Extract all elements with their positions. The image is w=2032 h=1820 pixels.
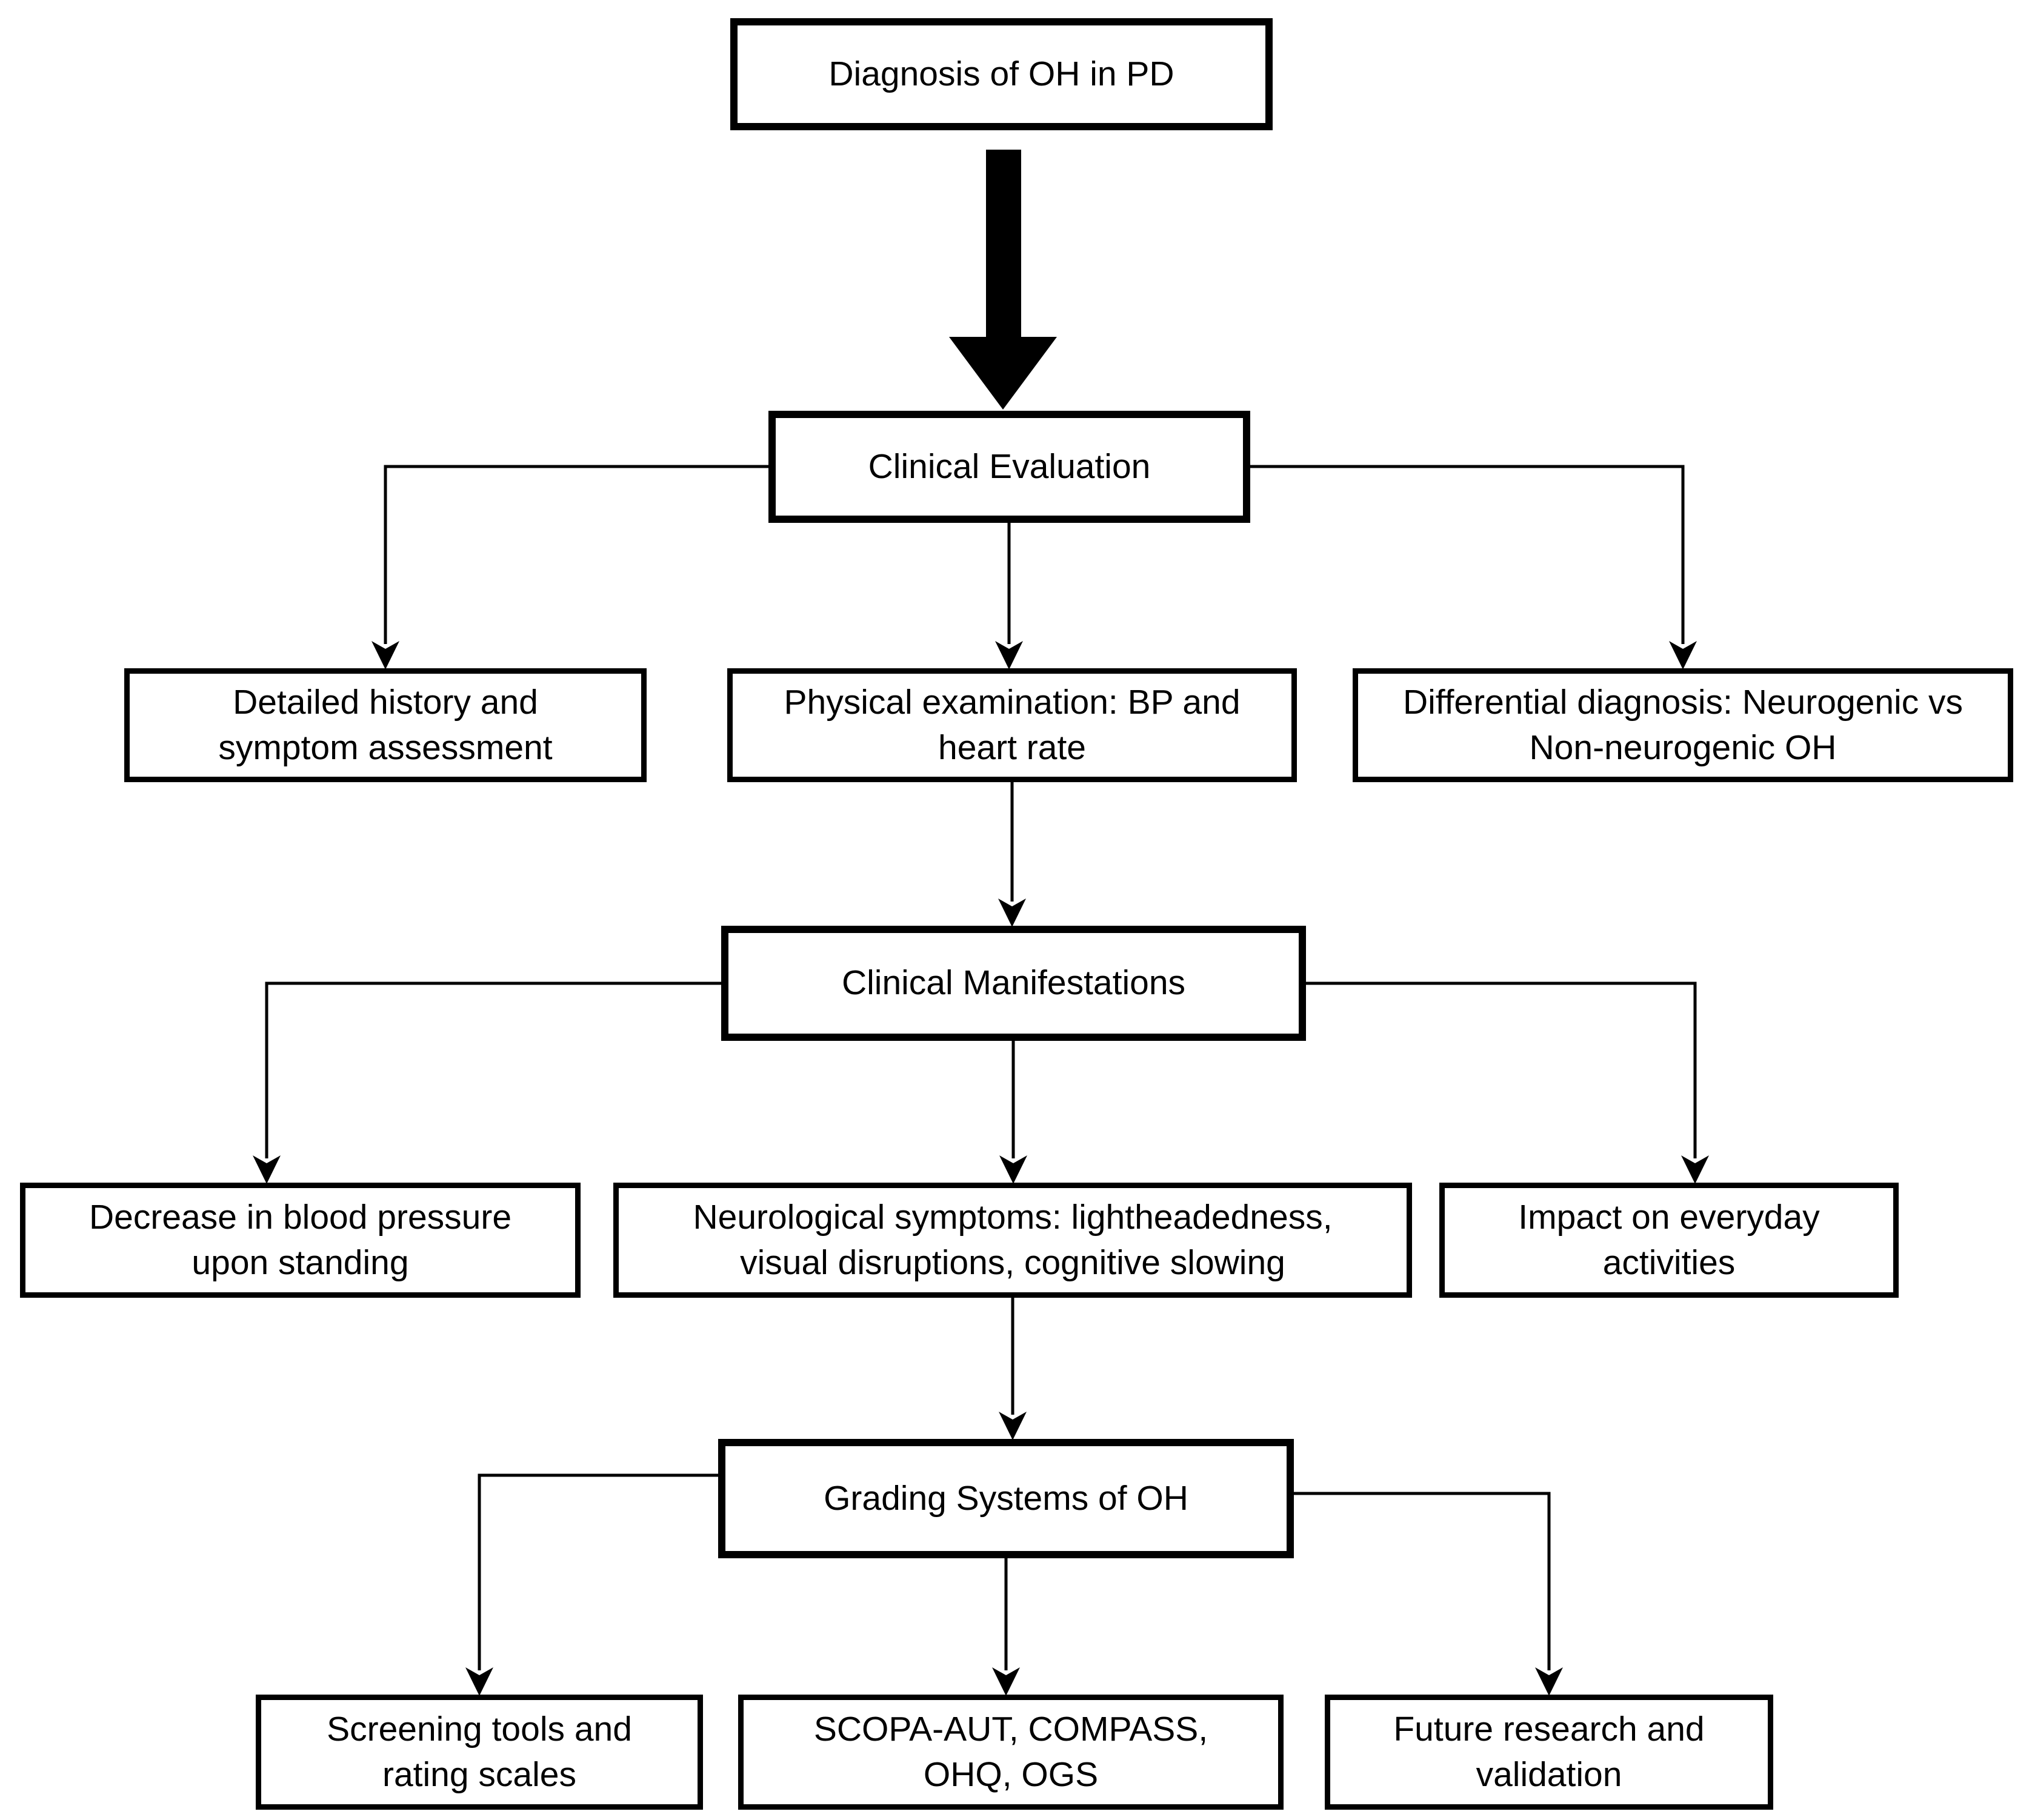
node-clinical-evaluation: Clinical Evaluation	[768, 411, 1250, 523]
arrowhead-down	[253, 1155, 281, 1184]
node-label: Detailed history and symptom assessment	[218, 682, 553, 767]
edge-diagnosis-to-clinical-evaluation	[949, 150, 1057, 410]
node-clinical-manifestations: Clinical Manifestations	[721, 926, 1306, 1041]
arrowhead-down	[999, 1155, 1027, 1184]
edge-clinical-evaluation-to-detailed-history	[371, 465, 768, 669]
arrowhead-down	[1669, 641, 1697, 669]
arrowhead-down	[371, 641, 399, 669]
edge-clinical-manifestations-to-decrease-bp	[253, 981, 721, 1184]
node-label: Grading Systems of OH	[824, 1478, 1188, 1518]
node-label: Decrease in blood pressure upon standing	[88, 1197, 512, 1282]
edge-neurological-symptoms-to-grading-systems	[999, 1298, 1027, 1440]
node-label: Physical examination: BP and heart rate	[784, 682, 1241, 767]
node-label: Clinical Evaluation	[868, 447, 1151, 486]
node-screening-tools: Screening tools and rating scales	[256, 1695, 703, 1810]
node-label: Diagnosis of OH in PD	[828, 54, 1174, 93]
arrowhead-down	[1681, 1155, 1709, 1184]
thick-arrow-head	[949, 337, 1057, 410]
node-grading-systems-of-oh: Grading Systems of OH	[718, 1439, 1294, 1558]
arrowhead-down	[465, 1667, 493, 1696]
node-neurological-symptoms: Neurological symptoms: lightheadedness, …	[613, 1183, 1412, 1298]
arrowhead-down	[999, 1412, 1027, 1440]
edge-grading-systems-to-scales	[992, 1558, 1020, 1696]
arrowhead-down	[992, 1667, 1020, 1696]
arrowhead-down	[1535, 1667, 1563, 1696]
node-differential-diagnosis: Differential diagnosis: Neurogenic vs No…	[1353, 668, 2013, 782]
node-physical-examination: Physical examination: BP and heart rate	[727, 668, 1297, 782]
edge-grading-systems-to-future-research	[1294, 1492, 1563, 1696]
edge-clinical-evaluation-to-differential-diagnosis	[1250, 465, 1697, 669]
edge-clinical-evaluation-to-physical-examination	[995, 523, 1023, 669]
node-label: Impact on everyday activities	[1518, 1197, 1820, 1282]
node-label: Clinical Manifestations	[841, 963, 1186, 1003]
edge-grading-systems-to-screening-tools	[465, 1473, 718, 1696]
node-future-research-validation: Future research and validation	[1325, 1695, 1773, 1810]
edge-clinical-manifestations-to-neurological-symptoms	[999, 1041, 1027, 1184]
node-label: Future research and validation	[1393, 1709, 1705, 1794]
edge-physical-examination-to-clinical-manifestations	[998, 782, 1026, 927]
arrowhead-down	[998, 898, 1026, 927]
node-scopa-aut-compass-ohq-ogs: SCOPA-AUT, COMPASS, OHQ, OGS	[738, 1695, 1284, 1810]
arrowhead-down	[995, 641, 1023, 669]
node-label: Neurological symptoms: lightheadedness, …	[693, 1197, 1333, 1282]
thick-arrow-shaft	[986, 150, 1021, 339]
node-label: Screening tools and rating scales	[327, 1709, 632, 1794]
node-impact-everyday-activities: Impact on everyday activities	[1439, 1183, 1899, 1298]
node-decrease-blood-pressure: Decrease in blood pressure upon standing	[20, 1183, 581, 1298]
edge-clinical-manifestations-to-impact	[1306, 981, 1709, 1184]
node-label: Differential diagnosis: Neurogenic vs No…	[1402, 682, 1964, 767]
node-diagnosis-of-oh-in-pd: Diagnosis of OH in PD	[730, 18, 1273, 130]
node-detailed-history: Detailed history and symptom assessment	[124, 668, 647, 782]
node-label: SCOPA-AUT, COMPASS, OHQ, OGS	[813, 1709, 1208, 1794]
